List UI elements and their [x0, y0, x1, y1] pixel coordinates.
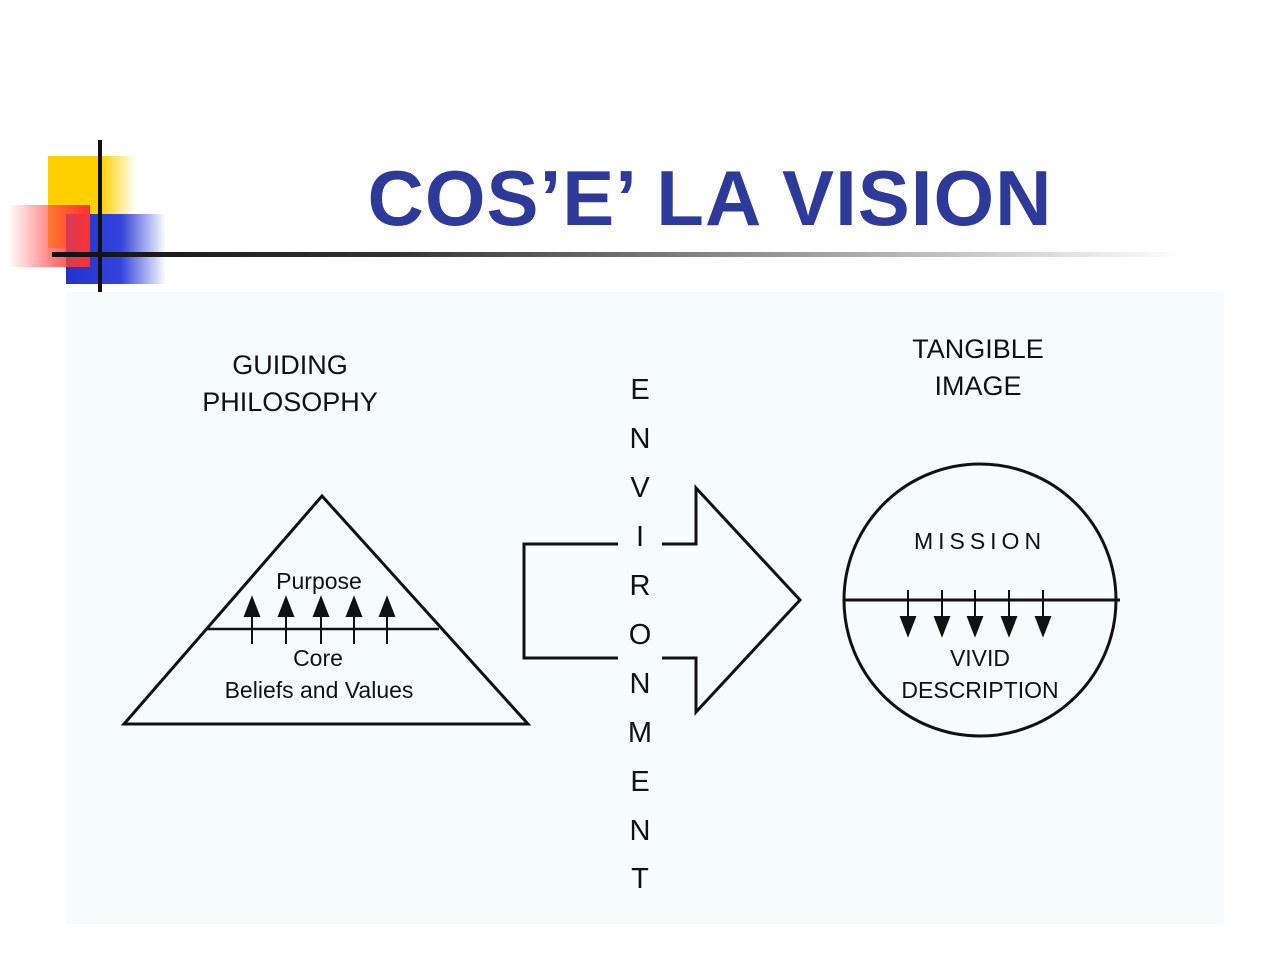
upward-arrows — [243, 595, 396, 644]
environment-letter: N — [630, 423, 651, 455]
environment-letter: O — [629, 619, 652, 651]
description-label: DESCRIPTION — [901, 677, 1058, 703]
environment-letter: N — [630, 668, 651, 700]
down-arrow-icon — [1000, 590, 1018, 638]
guiding-philosophy-group: GUIDING PHILOSOPHY Purpose — [120, 350, 532, 726]
pyramid-shape — [120, 493, 532, 726]
purpose-label: Purpose — [276, 568, 362, 594]
title-underline — [52, 252, 1182, 257]
environment-group: E N V I R O N M E N T — [522, 374, 803, 895]
big-right-arrow-icon — [662, 484, 803, 716]
core-label: Core — [293, 645, 343, 671]
guiding-philosophy-heading-line2: PHILOSOPHY — [202, 387, 378, 417]
up-arrow-icon — [243, 595, 261, 644]
down-arrow-icon — [1034, 590, 1052, 638]
slide-logo — [0, 0, 180, 300]
environment-letter: N — [630, 815, 651, 847]
down-arrow-icon — [933, 590, 951, 638]
environment-letter: T — [631, 863, 649, 895]
up-arrow-icon — [312, 595, 330, 644]
tangible-image-group: TANGIBLE IMAGE MISSION — [842, 334, 1120, 738]
beliefs-values-label: Beliefs and Values — [225, 677, 414, 703]
up-arrow-icon — [378, 595, 396, 644]
down-arrow-icon — [899, 590, 917, 638]
up-arrow-icon — [277, 595, 295, 644]
bracket-line — [522, 542, 618, 660]
environment-letter: E — [630, 766, 649, 798]
slide-title: COS’E’ LA VISION — [367, 154, 1053, 242]
environment-letter: E — [630, 374, 649, 406]
tangible-image-heading-line2: IMAGE — [934, 371, 1021, 401]
environment-letter: V — [630, 472, 650, 504]
environment-letter: M — [628, 717, 652, 749]
up-arrow-icon — [345, 595, 363, 644]
logo-red-square — [8, 205, 90, 267]
mission-label: MISSION — [914, 528, 1046, 554]
environment-letter: R — [630, 570, 651, 602]
downward-arrows — [899, 590, 1052, 638]
environment-letter: I — [636, 521, 644, 553]
diagram-panel: GUIDING PHILOSOPHY Purpose — [66, 292, 1224, 924]
guiding-philosophy-heading-line1: GUIDING — [232, 350, 348, 380]
vision-diagram: GUIDING PHILOSOPHY Purpose — [120, 334, 1120, 895]
tangible-image-heading-line1: TANGIBLE — [912, 334, 1044, 364]
down-arrow-icon — [966, 590, 984, 638]
environment-letters: E N V I R O N M E N T — [628, 374, 652, 895]
vivid-label: VIVID — [950, 645, 1010, 671]
logo-vertical-line — [98, 140, 102, 292]
